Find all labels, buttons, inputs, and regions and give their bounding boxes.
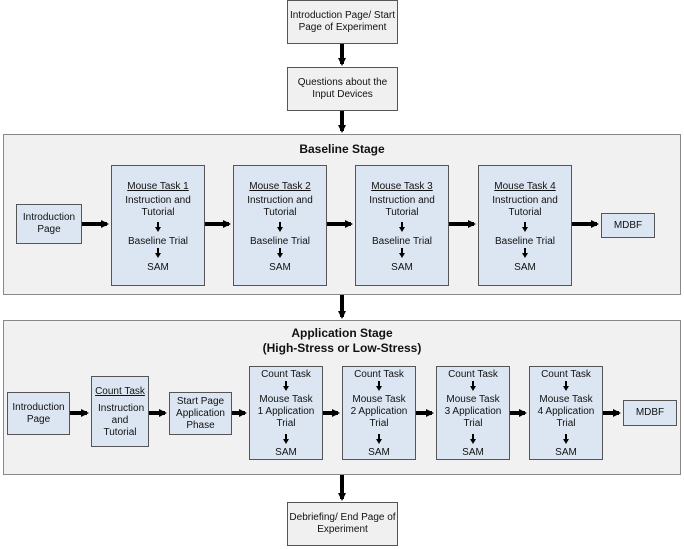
questions-label: Questions about the Input Devices (297, 77, 388, 100)
application-count-task-box: Count Task Instruction and Tutorial (91, 376, 149, 447)
arrow-down-icon (155, 222, 161, 232)
application-stage-subtitle: (High-Stress or Low-Stress) (262, 341, 422, 355)
arrow-down-icon (522, 248, 528, 258)
task-name: Mouse Task 3 (371, 181, 433, 192)
debriefing-label: Debriefing/ End Page of Experiment (289, 512, 396, 535)
task-sam: SAM (368, 447, 390, 458)
task-name: Mouse Task 3 Application Trial (444, 394, 502, 429)
arrow-down-icon (155, 248, 161, 258)
baseline-mdbf-box: MDBF (601, 213, 655, 238)
baseline-mdbf-label: MDBF (613, 219, 643, 231)
arrow-down-icon (277, 222, 283, 232)
task-name: Mouse Task 4 Application Trial (537, 394, 595, 429)
task-name: Mouse Task 1 Application Trial (257, 394, 315, 429)
task-name: Mouse Task 1 (127, 181, 189, 192)
arrow-down-icon (563, 434, 569, 444)
arrow-down-icon (376, 381, 382, 391)
arrow-down-icon (277, 248, 283, 258)
count-task-name: Count Task (95, 386, 145, 397)
arrow-down-icon (283, 434, 289, 444)
arrow-down-icon (470, 381, 476, 391)
questions-input-devices-box: Questions about the Input Devices (287, 67, 398, 111)
arrow-down-icon (470, 434, 476, 444)
task-instruction: Instruction and Tutorial (247, 195, 313, 218)
application-stage-title: Application Stage (291, 326, 393, 340)
arrow-down-icon (283, 381, 289, 391)
task-sam: SAM (269, 262, 291, 273)
baseline-stage-title: Baseline Stage (299, 142, 385, 156)
application-mouse-task-3: Count Task Mouse Task 3 Application Tria… (436, 366, 510, 460)
arrow-down-icon (522, 222, 528, 232)
task-name: Mouse Task 4 (494, 181, 556, 192)
task-sam: SAM (391, 262, 413, 273)
application-mdbf-box: MDBF (623, 400, 677, 426)
task-instruction: Instruction and Tutorial (492, 195, 558, 218)
application-mouse-task-4: Count Task Mouse Task 4 Application Tria… (529, 366, 603, 460)
application-intro-page-box: Introduction Page (7, 392, 70, 435)
application-mouse-task-1: Count Task Mouse Task 1 Application Tria… (249, 366, 323, 460)
arrow-down-icon (376, 434, 382, 444)
start-page-application-box: Start Page Application Phase (169, 392, 232, 435)
task-trial: Baseline Trial (127, 236, 189, 247)
application-intro-label: Introduction Page (12, 401, 65, 425)
baseline-mouse-task-3: Mouse Task 3 Instruction and Tutorial Ba… (355, 165, 449, 286)
baseline-mouse-task-1: Mouse Task 1 Instruction and Tutorial Ba… (111, 165, 205, 286)
debriefing-end-page-box: Debriefing/ End Page of Experiment (287, 502, 398, 546)
task-sam: SAM (462, 447, 484, 458)
arrow-down-icon (399, 222, 405, 232)
task-count: Count Task (354, 369, 404, 380)
arrow-down-icon (563, 381, 569, 391)
task-sam: SAM (275, 447, 297, 458)
task-count: Count Task (541, 369, 591, 380)
task-count: Count Task (448, 369, 498, 380)
baseline-intro-label: Introduction Page (22, 212, 76, 235)
arrow-down-icon (399, 248, 405, 258)
application-mdbf-label: MDBF (635, 407, 665, 418)
task-sam: SAM (555, 447, 577, 458)
baseline-intro-page-box: Introduction Page (16, 204, 82, 244)
task-name: Mouse Task 2 (249, 181, 311, 192)
task-name: Mouse Task 2 Application Trial (350, 394, 408, 429)
task-instruction: Instruction and Tutorial (369, 195, 435, 218)
baseline-mouse-task-4: Mouse Task 4 Instruction and Tutorial Ba… (478, 165, 572, 286)
baseline-mouse-task-2: Mouse Task 2 Instruction and Tutorial Ba… (233, 165, 327, 286)
task-instruction: Instruction and Tutorial (125, 195, 191, 218)
task-sam: SAM (514, 262, 536, 273)
task-count: Count Task (261, 369, 311, 380)
intro-start-page-box: Introduction Page/ Start Page of Experim… (287, 0, 398, 44)
application-mouse-task-2: Count Task Mouse Task 2 Application Tria… (342, 366, 416, 460)
task-trial: Baseline Trial (494, 236, 556, 247)
start-page-label: Start Page Application Phase (176, 395, 225, 431)
task-trial: Baseline Trial (371, 236, 433, 247)
task-trial: Baseline Trial (249, 236, 311, 247)
task-sam: SAM (147, 262, 169, 273)
count-task-instruction: Instruction and Tutorial (98, 403, 145, 438)
intro-start-page-label: Introduction Page/ Start Page of Experim… (289, 10, 396, 33)
